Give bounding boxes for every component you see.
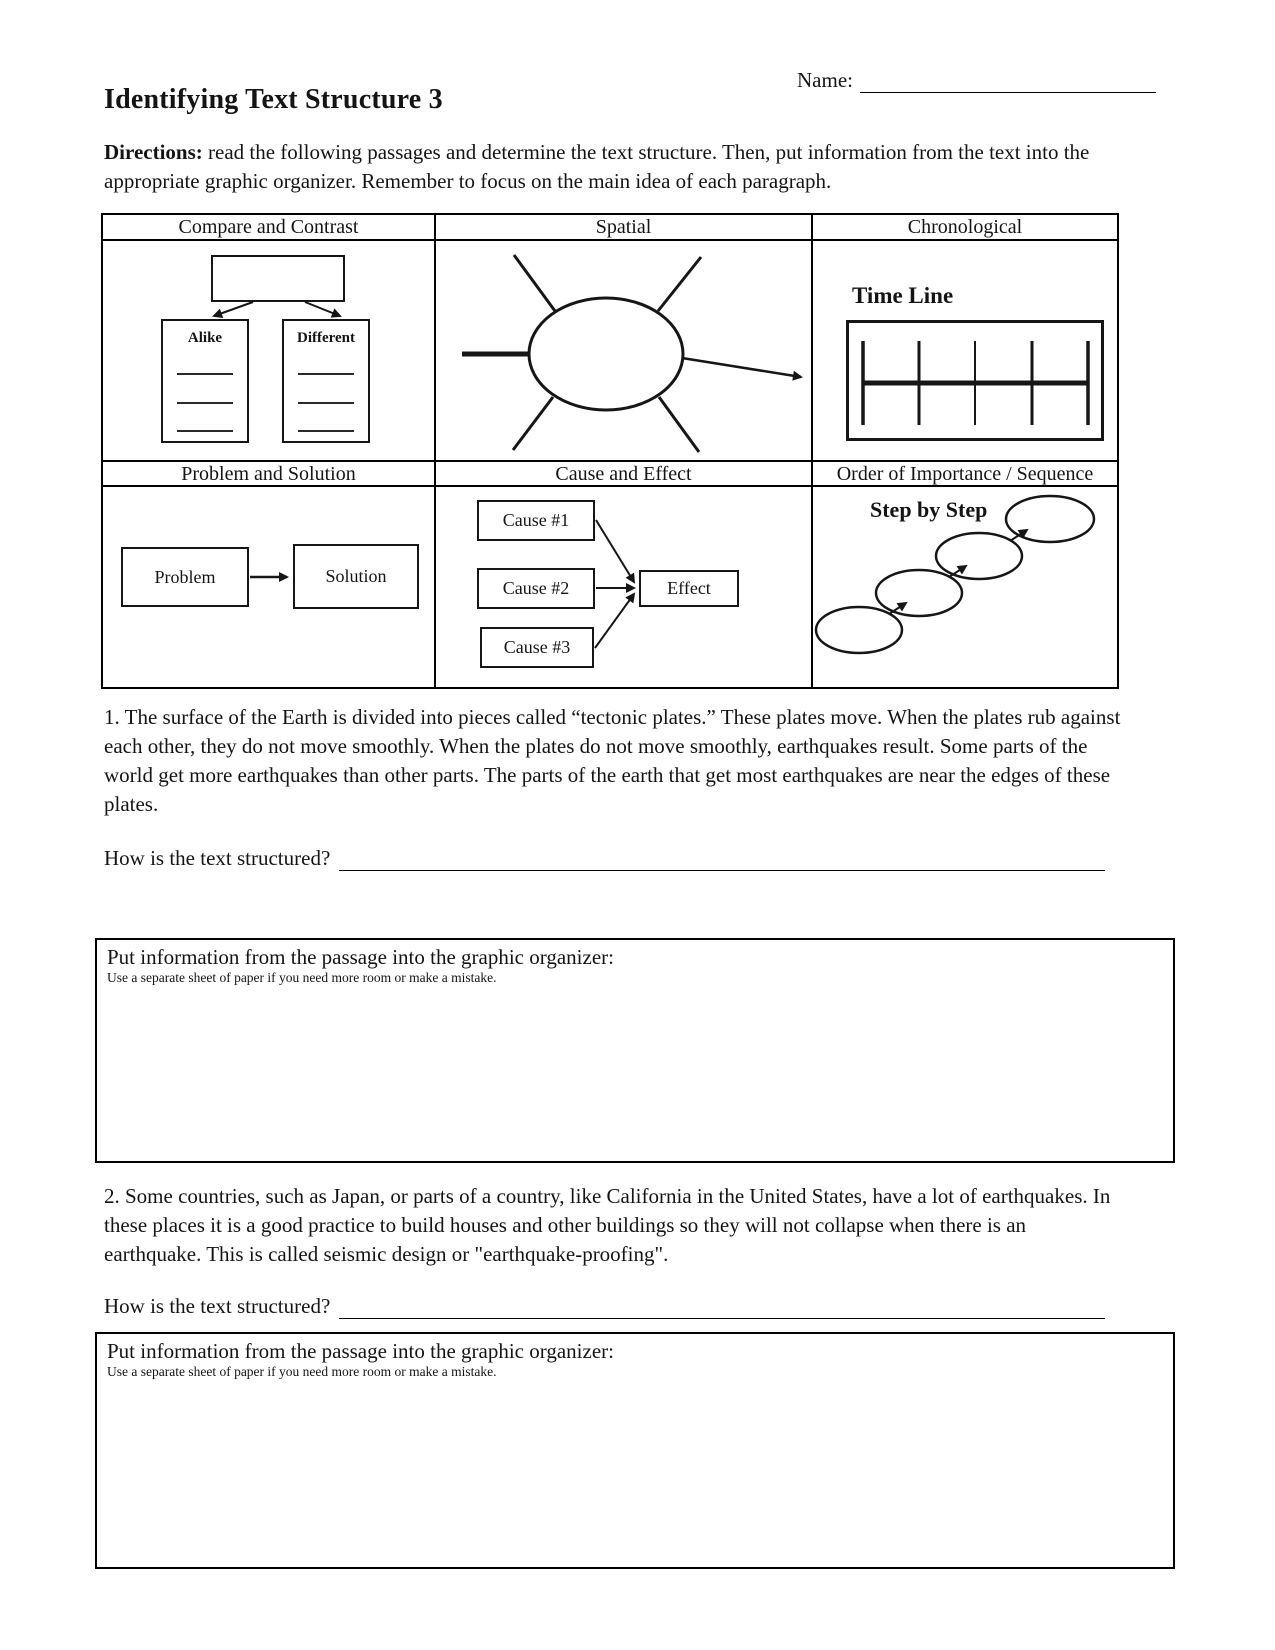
question-1-answer-line[interactable] — [339, 850, 1106, 871]
passage-1-text: 1. The surface of the Earth is divided i… — [104, 705, 1121, 816]
question-2-row: How is the text structured? — [104, 1294, 1106, 1319]
different-label: Different — [296, 330, 356, 346]
page-title: Identifying Text Structure 3 — [104, 84, 443, 115]
different-box: Different — [282, 319, 370, 443]
text-structure-table: Compare and Contrast Spatial Chronologic… — [101, 213, 1119, 689]
question-1-label: How is the text structured? — [104, 846, 331, 870]
box-1-title: Put information from the passage into th… — [107, 945, 614, 969]
directions-label: Directions: — [104, 140, 203, 164]
header-order-of-importance: Order of Importance / Sequence — [813, 462, 1117, 487]
header-problem-and-solution: Problem and Solution — [103, 462, 436, 487]
name-row: Name: — [797, 68, 1156, 93]
blank-line — [177, 430, 233, 432]
time-line-label: Time Line — [852, 283, 954, 308]
problem-solution-arrow-graphic — [250, 572, 289, 582]
graphic-organizer-box-1[interactable]: Put information from the passage into th… — [95, 938, 1175, 1163]
header-compare-and-contrast: Compare and Contrast — [103, 215, 436, 241]
blank-line — [177, 373, 233, 375]
box-1-note: Use a separate sheet of paper if you nee… — [107, 970, 497, 985]
blank-line — [177, 402, 233, 404]
problem-box: Problem — [121, 547, 249, 607]
organizer-cell-sequence: Step by Step — [813, 487, 1117, 687]
blank-line — [298, 373, 354, 375]
graphic-organizer-box-2[interactable]: Put information from the passage into th… — [95, 1332, 1175, 1569]
directions: Directions: read the following passages … — [104, 138, 1122, 196]
alike-label: Alike — [187, 330, 223, 346]
name-label: Name: — [797, 68, 853, 92]
solution-box: Solution — [293, 544, 419, 609]
blank-line — [298, 402, 354, 404]
question-2-label: How is the text structured? — [104, 1294, 331, 1318]
cause-2-box: Cause #2 — [477, 568, 595, 609]
question-2-answer-line[interactable] — [339, 1298, 1106, 1319]
step-ovals-graphic — [814, 494, 1096, 655]
directions-text: read the following passages and determin… — [104, 140, 1090, 193]
compare-contrast-topic-box — [211, 255, 345, 302]
box-2-title: Put information from the passage into th… — [107, 1339, 614, 1363]
time-line-graphic — [846, 320, 1104, 441]
blank-line — [298, 430, 354, 432]
header-spatial: Spatial — [436, 215, 813, 241]
header-cause-and-effect: Cause and Effect — [436, 462, 813, 487]
alike-box: Alike — [161, 319, 249, 443]
name-blank-line[interactable] — [859, 72, 1156, 93]
question-1-row: How is the text structured? — [104, 846, 1106, 871]
organizer-cell-spatial — [436, 241, 813, 462]
spider-web-graphic — [462, 254, 803, 453]
compare-contrast-arrows-graphic — [212, 301, 342, 319]
step-by-step-label: Step by Step — [870, 497, 988, 522]
organizer-cell-chronological: Time Line — [813, 241, 1117, 462]
organizer-cell-cause-effect: Cause #1 Cause #2 Cause #3 Effect — [436, 487, 813, 687]
effect-box: Effect — [639, 570, 739, 607]
passage-2-text: 2. Some countries, such as Japan, or par… — [104, 1184, 1111, 1266]
header-chronological: Chronological — [813, 215, 1117, 241]
cause-effect-arrows-graphic — [594, 519, 636, 649]
organizer-cell-problem-solution: Problem Solution — [103, 487, 436, 687]
cause-1-box: Cause #1 — [477, 500, 595, 541]
box-2-note: Use a separate sheet of paper if you nee… — [107, 1364, 497, 1379]
organizer-cell-compare-contrast: Alike Different — [103, 241, 436, 462]
cause-3-box: Cause #3 — [480, 627, 594, 668]
